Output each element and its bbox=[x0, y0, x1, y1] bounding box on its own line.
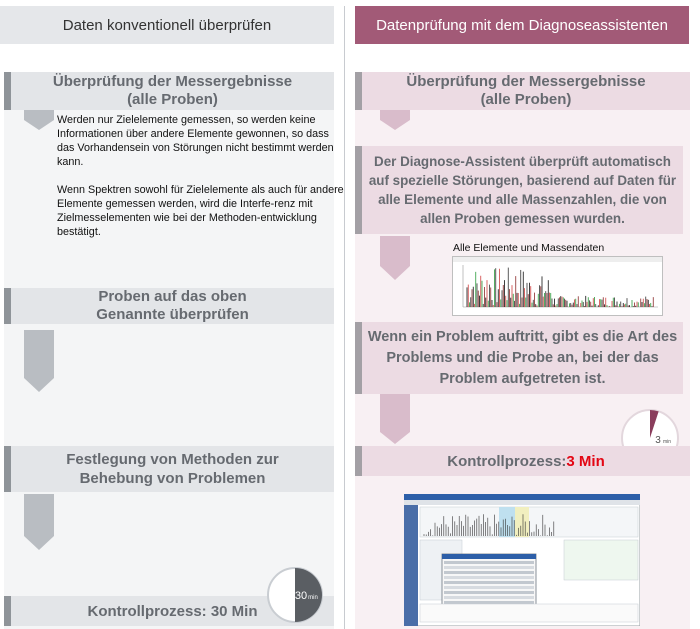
left-description-paragraph-2: Wenn Spektren sowohl für Zielelemente al… bbox=[57, 184, 344, 238]
column-divider bbox=[344, 6, 345, 629]
screenshot-table-row bbox=[444, 596, 534, 599]
screenshot-table-row bbox=[444, 576, 534, 579]
right-step1-line2: (alle Proben) bbox=[480, 91, 572, 108]
chart-caption: Alle Elemente und Massendaten bbox=[453, 242, 605, 254]
screenshot-table-row bbox=[444, 566, 534, 569]
left-arrow-2 bbox=[24, 330, 54, 392]
left-step3-line2: Behebung von Problemen bbox=[79, 470, 266, 487]
software-screenshot-thumbnail bbox=[404, 494, 640, 626]
assistant-header: Datenprüfung mit dem Diagnoseassistenten bbox=[355, 6, 689, 44]
screenshot-table-row bbox=[444, 586, 534, 589]
left-arrow-1 bbox=[24, 110, 54, 130]
left-arrow-3 bbox=[24, 494, 54, 550]
right-clock-value: 3 bbox=[655, 435, 661, 446]
conventional-header: Daten konventionell überprüfen bbox=[0, 6, 334, 44]
right-step2-text: Der Diagnose-Assistent überprüft automat… bbox=[368, 154, 677, 226]
left-step1-line1: Überprüfung der Messergebnisse bbox=[52, 73, 293, 90]
mass-spectrum-thumbnail bbox=[452, 256, 663, 316]
screenshot-table-row bbox=[444, 601, 534, 604]
right-step-problem-report: Wenn ein Problem auftritt, gibt es die A… bbox=[355, 322, 683, 394]
screenshot-table-row bbox=[444, 561, 534, 564]
right-final-time: 3 Min bbox=[566, 452, 605, 470]
screenshot-table-row bbox=[444, 581, 534, 584]
left-step3-line1: Festlegung von Methoden zur bbox=[66, 451, 279, 468]
right-step3-text: Wenn ein Problem auftritt, gibt es die A… bbox=[367, 328, 678, 387]
screenshot-table-row bbox=[444, 571, 534, 574]
right-final-control: Kontrollprozess: 3 Min bbox=[355, 446, 690, 476]
left-clock-unit: min bbox=[308, 595, 318, 601]
left-final-label: Kontrollprozess: 30 Min bbox=[87, 602, 258, 620]
right-arrow-3 bbox=[380, 394, 410, 444]
right-step-auto-diagnosis: Der Diagnose-Assistent überprüft automat… bbox=[355, 146, 683, 234]
left-step2-line2: Genannte überprüfen bbox=[96, 306, 249, 323]
conventional-column bbox=[4, 72, 334, 629]
right-step1-line1: Überprüfung der Messergebnisse bbox=[406, 73, 646, 90]
right-final-label: Kontrollprozess: bbox=[447, 452, 567, 470]
right-arrow-2 bbox=[380, 236, 410, 280]
left-step-define-methods: Festlegung von Methoden zur Behebung von… bbox=[4, 446, 334, 492]
right-clock-unit: min bbox=[663, 439, 671, 445]
left-final-control: Kontrollprozess: 30 Min bbox=[4, 596, 334, 626]
screenshot-table-row bbox=[444, 591, 534, 594]
left-clock-value: 30 bbox=[295, 590, 307, 602]
left-step1-line2: (alle Proben) bbox=[127, 91, 218, 108]
left-step-check-samples: Proben auf das oben Genannte überprüfen bbox=[4, 288, 334, 324]
right-arrow-1 bbox=[380, 110, 410, 130]
left-step2-line1: Proben auf das oben bbox=[98, 288, 247, 305]
clock-30-icon: 30 min bbox=[267, 567, 323, 623]
left-step-check-results: Überprüfung der Messergebnisse (alle Pro… bbox=[4, 72, 334, 110]
left-description-paragraph-1: Werden nur Zielelemente gemessen, so wer… bbox=[57, 114, 334, 168]
left-description: Werden nur Zielelemente gemessen, so wer… bbox=[57, 113, 349, 253]
right-step-check-results: Überprüfung der Messergebnisse (alle Pro… bbox=[355, 72, 690, 110]
